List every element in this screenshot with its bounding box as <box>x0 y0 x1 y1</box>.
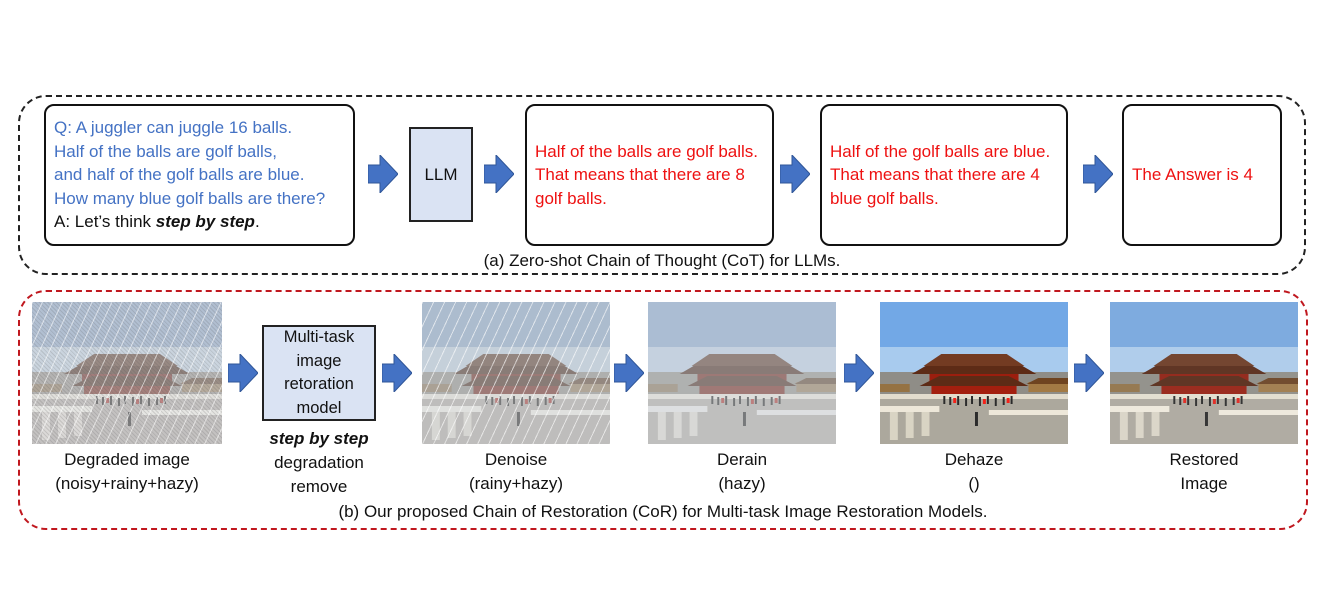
reasoning-step-2: Half of the golf balls are blue. That me… <box>820 104 1068 246</box>
stage-label-degraded: Degraded image (noisy+rainy+hazy) <box>27 448 227 496</box>
model-emphasis: step by step <box>269 429 369 448</box>
model-line: image <box>296 351 342 370</box>
model-line: model <box>296 398 342 417</box>
stage-title: Denoise <box>484 450 548 469</box>
degraded-image <box>32 302 222 444</box>
cor-caption: (b) Our proposed Chain of Restoration (C… <box>338 502 988 521</box>
question-line: Half of the balls are golf balls, <box>54 141 278 161</box>
restoration-model-box: Multi-task image retoration model <box>262 325 376 421</box>
answer-prefix: A: Let’s think <box>54 212 156 231</box>
stage-detail: (hazy) <box>718 474 766 493</box>
stage-title: Derain <box>716 450 768 469</box>
stage-title: Dehaze <box>944 450 1004 469</box>
answer-emphasis: step by step <box>155 212 255 231</box>
stage-detail: Image <box>1180 474 1228 493</box>
stage-label-dehaze: Dehaze () <box>874 448 1074 496</box>
right-arrow-icon <box>780 155 810 193</box>
model-line: retoration <box>284 375 354 393</box>
right-arrow-icon <box>1074 354 1104 392</box>
right-arrow-icon <box>368 155 398 193</box>
stage-label-restored: Restored Image <box>1104 448 1304 496</box>
stage-label-derain: Derain (hazy) <box>642 448 842 496</box>
right-arrow-icon <box>382 354 412 392</box>
model-description: step by step degradation remove <box>240 427 398 499</box>
final-answer-box: The Answer is 4 <box>1122 104 1282 246</box>
question-line: and half of the golf balls are blue. <box>54 165 305 184</box>
answer-suffix: . <box>254 212 260 231</box>
answer-prompt: A: Let’s think step by step. <box>54 210 345 234</box>
question-line: How many blue golf balls are there? <box>54 188 326 208</box>
right-arrow-icon <box>1083 155 1113 193</box>
cor-panel <box>18 290 1308 530</box>
right-arrow-icon <box>484 155 514 193</box>
denoised-image <box>422 302 610 444</box>
dehazed-image <box>880 302 1068 444</box>
cot-caption: (a) Zero-shot Chain of Thought (CoT) for… <box>483 251 841 270</box>
stage-title: Degraded image <box>64 450 190 469</box>
llm-box: LLM <box>409 127 473 222</box>
stage-title: Restored <box>1169 450 1239 469</box>
model-sub-line: degradation <box>274 453 364 472</box>
stage-detail: () <box>968 474 980 493</box>
question-box: Q: A juggler can juggle 16 balls. Half o… <box>44 104 355 246</box>
restored-image <box>1110 302 1298 444</box>
stage-detail: (noisy+rainy+hazy) <box>55 474 199 493</box>
model-sub-line: remove <box>290 477 348 496</box>
question-line: Q: A juggler can juggle 16 balls. <box>54 118 293 137</box>
right-arrow-icon <box>844 354 874 392</box>
cot-panel <box>18 95 1306 275</box>
stage-detail: (rainy+hazy) <box>468 474 563 493</box>
right-arrow-icon <box>614 354 644 392</box>
right-arrow-icon <box>228 354 258 392</box>
reasoning-step-1: Half of the balls are golf balls. That m… <box>525 104 774 246</box>
derained-image <box>648 302 836 444</box>
model-line: Multi-task <box>283 328 355 346</box>
stage-label-denoise: Denoise (rainy+hazy) <box>416 448 616 496</box>
